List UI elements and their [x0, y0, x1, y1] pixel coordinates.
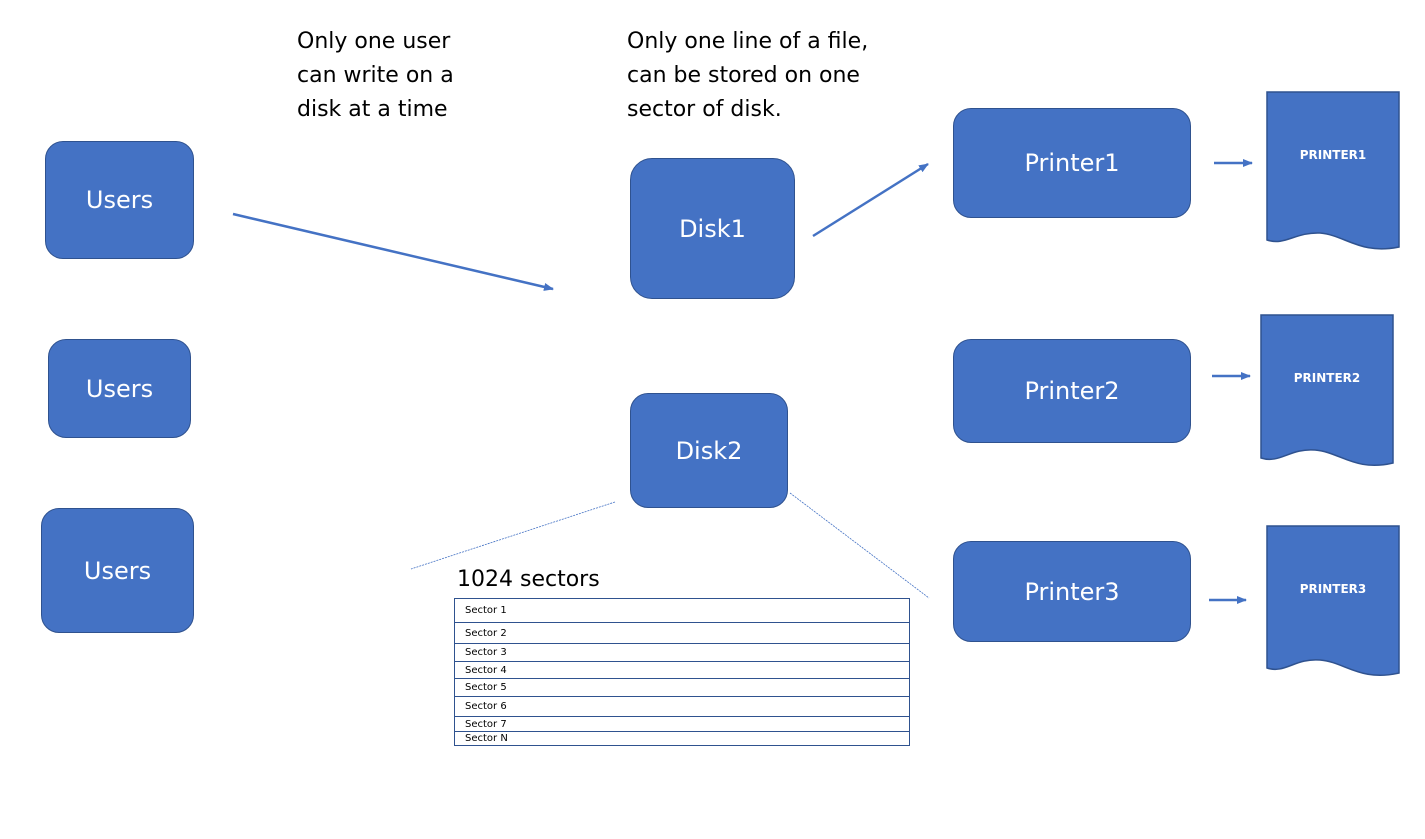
- sector-row: Sector 5: [455, 679, 909, 697]
- note-line: can be stored on one: [627, 63, 860, 88]
- printer3-box: Printer3: [953, 541, 1191, 642]
- document-label-printer2: PRINTER2: [1293, 371, 1361, 385]
- arrow-users-to-disk1: [232, 212, 554, 291]
- disk2-box: Disk2: [630, 393, 788, 508]
- printer2-box: Printer2: [953, 339, 1191, 443]
- document-shape-printer3: [1266, 525, 1400, 677]
- sector-table: Sector 1 Sector 2 Sector 3 Sector 4 Sect…: [454, 598, 910, 746]
- document-label-printer3: PRINTER3: [1299, 582, 1367, 596]
- disk1-box: Disk1: [630, 158, 795, 299]
- sector-row: Sector 4: [455, 662, 909, 679]
- sectors-title: 1024 sectors: [457, 567, 600, 592]
- zoom-line-left: [410, 501, 616, 570]
- note-line: Only one line of a file,: [627, 29, 869, 54]
- users-box-2: Users: [48, 339, 191, 438]
- document-label-printer1: PRINTER1: [1299, 148, 1367, 162]
- sector-row: Sector 1: [455, 599, 909, 623]
- sector-row: Sector 2: [455, 623, 909, 644]
- printer1-box: Printer1: [953, 108, 1191, 218]
- note-line: Only one user: [297, 29, 451, 54]
- note-one-line-per-sector: Only one line of a file, can be stored o…: [627, 25, 868, 127]
- users-box-3: Users: [41, 508, 194, 633]
- note-line: disk at a time: [297, 97, 448, 122]
- note-line: can write on a: [297, 63, 454, 88]
- arrow-disk1-to-printer1: [812, 162, 929, 238]
- note-single-user-write: Only one user can write on a disk at a t…: [297, 25, 454, 127]
- sector-row: Sector 7: [455, 717, 909, 732]
- document-shape-printer1: [1266, 91, 1400, 250]
- note-line: sector of disk.: [627, 97, 782, 122]
- sector-row: Sector 6: [455, 697, 909, 717]
- users-box-1: Users: [45, 141, 194, 259]
- zoom-line-right: [789, 492, 930, 599]
- sector-row: Sector 3: [455, 644, 909, 662]
- document-shape-printer2: [1260, 314, 1394, 467]
- sector-row: Sector N: [465, 732, 508, 744]
